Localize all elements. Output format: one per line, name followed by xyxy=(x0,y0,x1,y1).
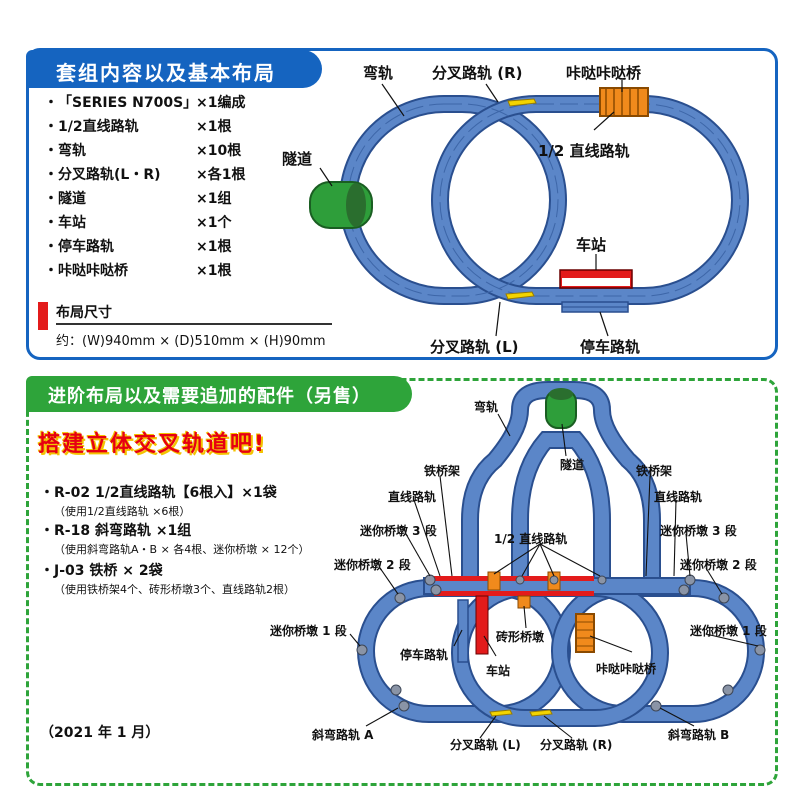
curve-label: 弯轨 xyxy=(474,400,499,414)
station-icon xyxy=(475,595,489,655)
layout-size-title: 布局尺寸 xyxy=(56,305,112,321)
siding-track-icon xyxy=(561,301,629,313)
mini-pier2-left-label: 迷你桥墩 2 段 xyxy=(334,558,411,572)
switch-l-label: 分叉路轨 (L) xyxy=(430,338,519,356)
accessory-item: ・R-18 斜弯路轨 ×1组 xyxy=(40,523,192,539)
accessory-note: （使用1/2直线路轨 ×6根） xyxy=(54,505,191,518)
section2-header: 进阶布局以及需要追加的配件（另售） xyxy=(26,376,412,412)
tunnel-icon xyxy=(309,181,373,229)
accessory-note: （使用铁桥架4个、砖形桥墩3个、直线路轨2根） xyxy=(54,583,295,596)
switch-l-icon xyxy=(505,291,535,300)
accessory-note: （使用斜弯路轨A・B × 各4根、迷你桥墩 × 12个） xyxy=(54,543,310,556)
divider xyxy=(56,323,332,325)
section2-title: 进阶布局以及需要追加的配件（另售） xyxy=(48,386,371,407)
bridge-icon xyxy=(599,87,649,117)
half-straight-label: 1/2 直线路轨 xyxy=(494,532,568,546)
bridge-icon xyxy=(575,613,595,653)
mini-pier3-right-label: 迷你桥墩 3 段 xyxy=(660,524,737,538)
siding-label: 停车路轨 xyxy=(580,338,641,356)
straight-right-label: 直线路轨 xyxy=(654,490,703,504)
switch-r-label: 分叉路轨 (R) xyxy=(432,64,523,82)
slope-a-label: 斜弯路轨 A xyxy=(312,728,374,742)
bridge-frame-right-label: 铁桥架 xyxy=(636,464,673,478)
switch-l-label: 分叉路轨 (L) xyxy=(450,738,521,752)
mini-pier1-right-label: 迷你桥墩 1 段 xyxy=(690,624,767,638)
switch-r-icon xyxy=(507,98,537,107)
accessory-item: ・R-02 1/2直线路轨【6根入】×1袋 xyxy=(40,485,277,501)
accessory-item: ・J-03 铁桥 × 2袋 xyxy=(40,563,163,579)
bridge-label: 咔哒咔哒桥 xyxy=(566,64,642,82)
brick-pier-icon xyxy=(487,571,561,609)
station-label: 车站 xyxy=(576,236,607,254)
station-label: 车站 xyxy=(486,664,511,678)
mini-pier1-left-label: 迷你桥墩 1 段 xyxy=(270,624,347,638)
section1-title: 套组内容以及基本布局 xyxy=(56,61,276,85)
bridge-frame-left-label: 铁桥架 xyxy=(424,464,461,478)
layout-size-marker xyxy=(38,302,48,330)
switch-r-label: 分叉路轨 (R) xyxy=(540,738,613,752)
siding-label: 停车路轨 xyxy=(400,648,449,662)
half-straight-label: 1/2 直线路轨 xyxy=(538,142,630,160)
bridge-label: 咔哒咔哒桥 xyxy=(596,662,657,676)
switch-icon xyxy=(489,709,553,717)
basic-layout-panel xyxy=(26,48,778,360)
mini-pier2-right-label: 迷你桥墩 2 段 xyxy=(680,558,757,572)
mini-pier3-left-label: 迷你桥墩 3 段 xyxy=(360,524,437,538)
curve-label: 弯轨 xyxy=(363,64,394,82)
mini-pier-icon xyxy=(356,574,766,712)
tunnel-icon xyxy=(545,388,577,429)
section1-header: 套组内容以及基本布局 xyxy=(26,50,322,88)
date-label: （2021 年 1 月） xyxy=(40,725,160,741)
straight-left-label: 直线路轨 xyxy=(388,490,437,504)
catch-phrase: 搭建立体交叉轨道吧! xyxy=(38,432,267,457)
siding-track-icon xyxy=(457,599,469,663)
layout-size-value: 约：(W)940mm × (D)510mm × (H)90mm xyxy=(56,334,326,349)
tunnel-label: 隧道 xyxy=(560,458,585,472)
slope-b-label: 斜弯路轨 B xyxy=(668,728,730,742)
brick-pier-label: 砖形桥墩 xyxy=(496,630,545,644)
tunnel-label: 隧道 xyxy=(282,150,313,168)
